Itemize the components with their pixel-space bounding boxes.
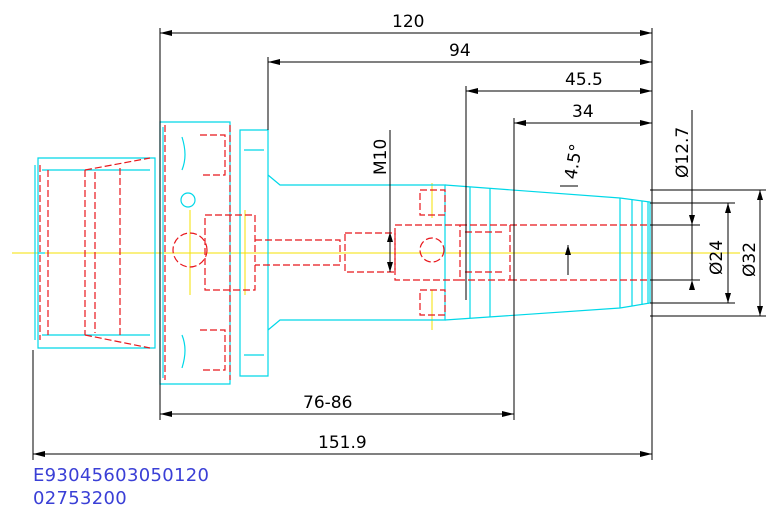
centerlines bbox=[12, 183, 740, 330]
holder-outline bbox=[34, 121, 651, 385]
dim-angle: 4.5° bbox=[561, 142, 587, 180]
dim-120: 120 bbox=[392, 12, 424, 32]
dim-34: 34 bbox=[572, 102, 594, 122]
hidden-lines bbox=[39, 125, 650, 380]
part-code-line2: 02753200 bbox=[33, 488, 128, 509]
dim-dia-12-7: Ø12.7 bbox=[673, 127, 693, 178]
dim-m10: M10 bbox=[371, 139, 391, 175]
dim-45-5: 45.5 bbox=[565, 70, 603, 90]
dimension-lines bbox=[32, 28, 766, 460]
part-code-line1: E93045603050120 bbox=[33, 465, 210, 486]
dim-dia-24: Ø24 bbox=[707, 240, 727, 275]
dim-76-86: 76-86 bbox=[303, 393, 352, 413]
dim-dia-32: Ø32 bbox=[740, 242, 760, 277]
dim-94: 94 bbox=[449, 41, 471, 61]
dim-151-9: 151.9 bbox=[318, 433, 367, 453]
